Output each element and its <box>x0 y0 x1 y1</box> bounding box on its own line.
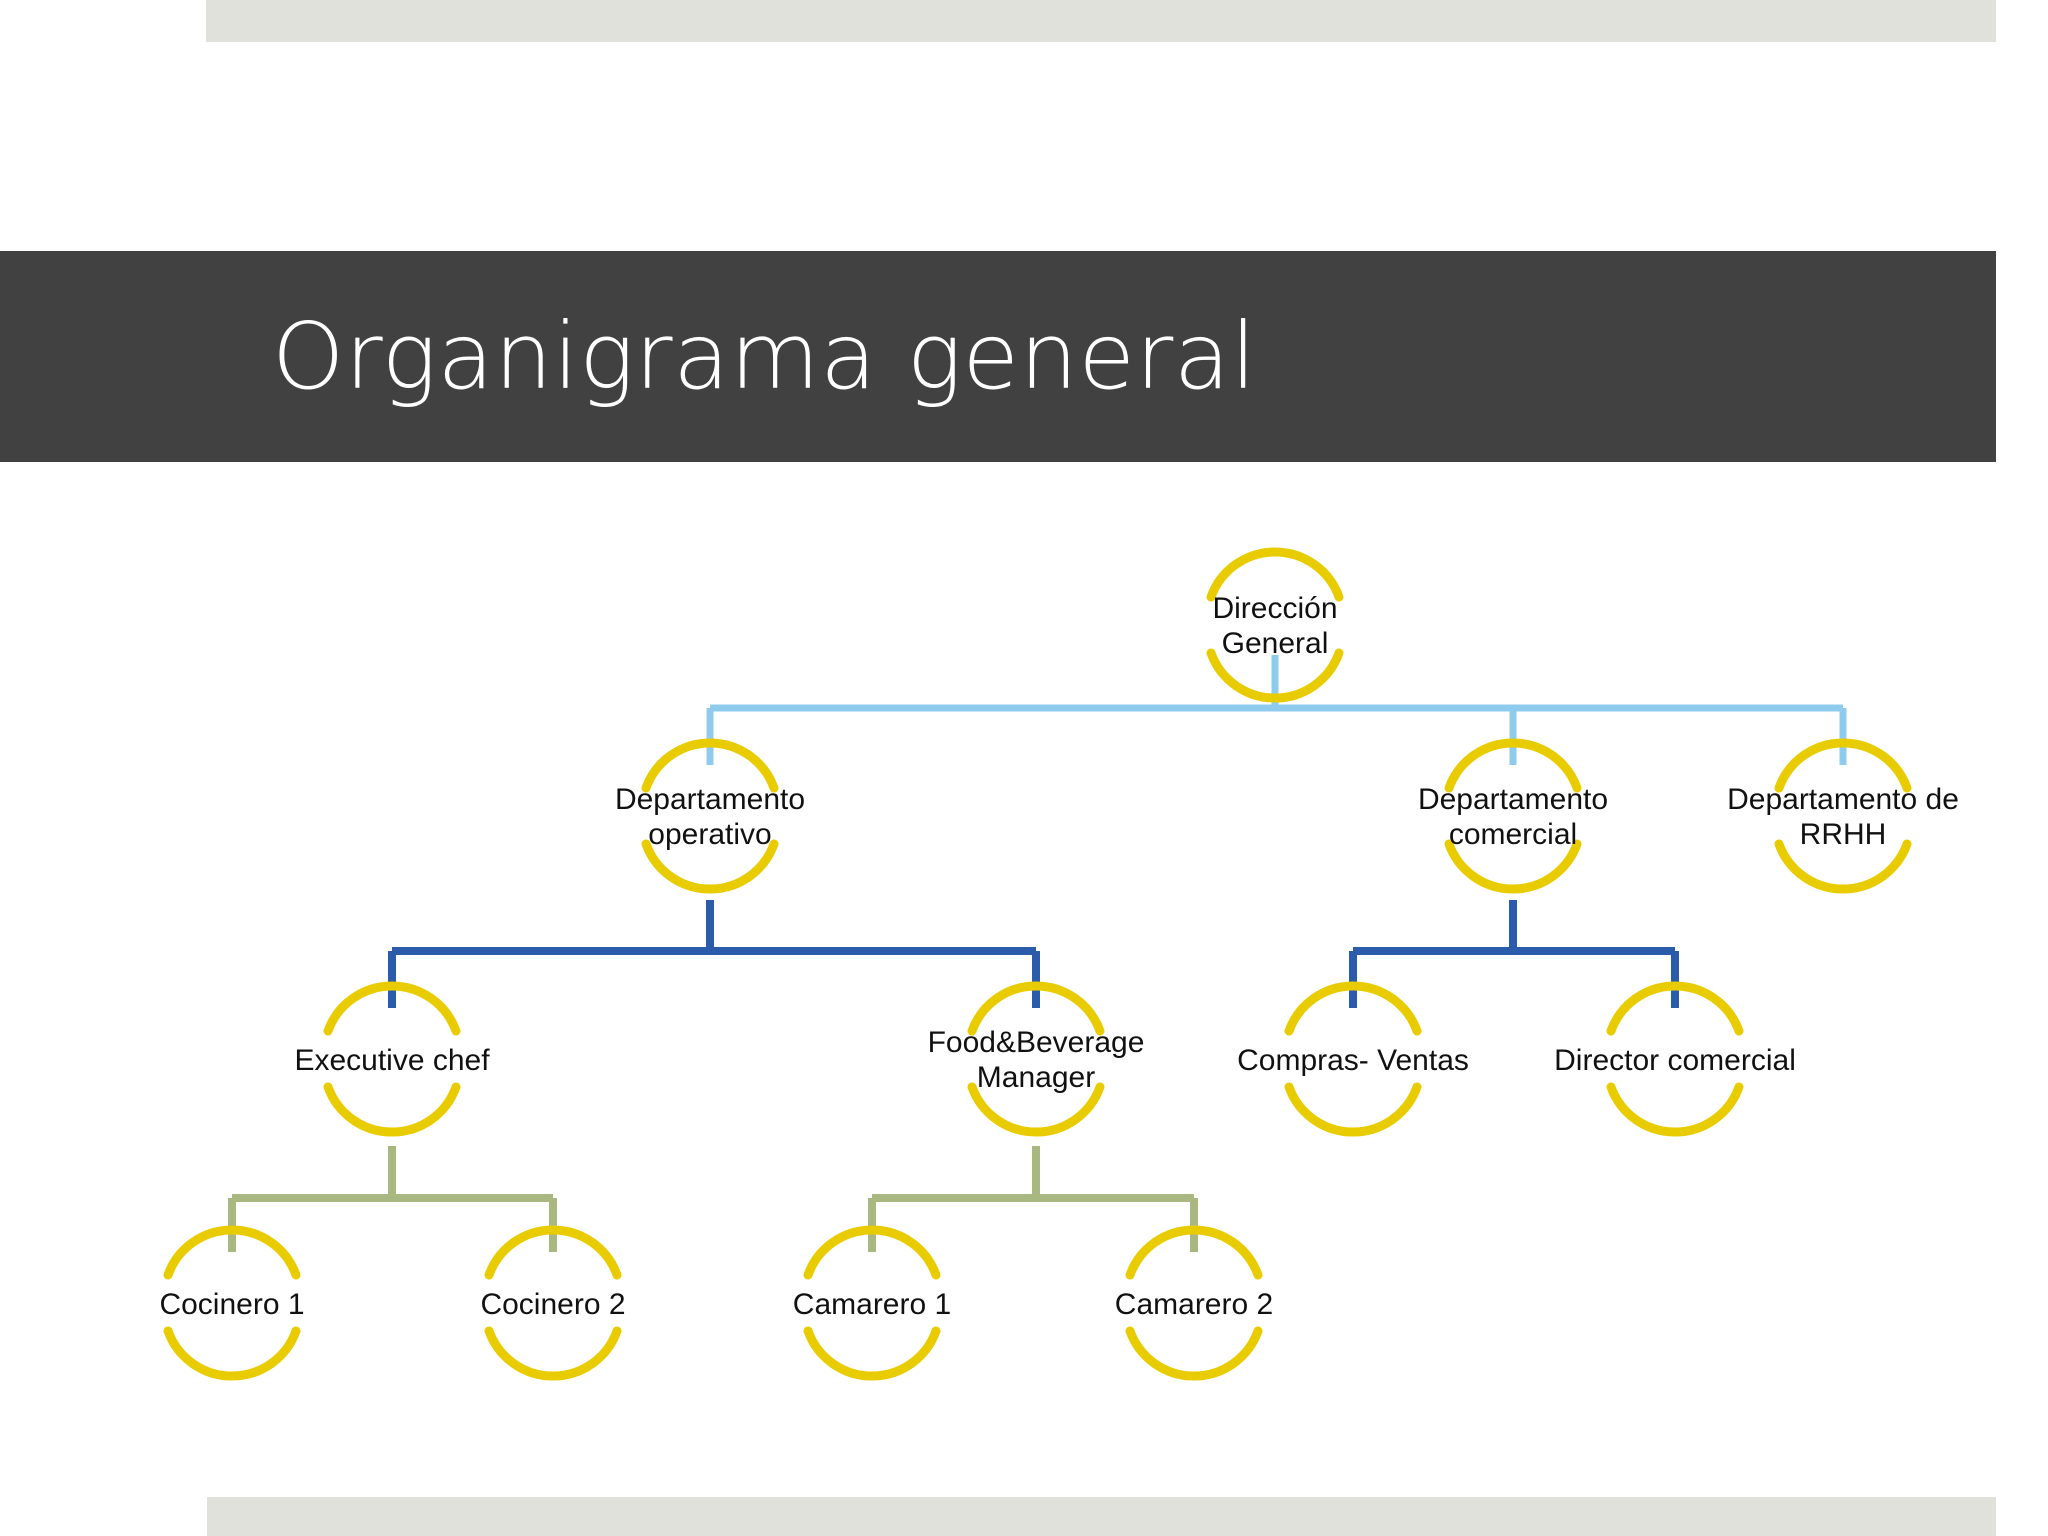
connector-group-level3-fb <box>868 1146 1198 1252</box>
node-departamento-comercial[interactable]: Departamento comercial <box>1418 738 1608 894</box>
node-executive-chef[interactable]: Executive chef <box>294 981 490 1137</box>
node-label-camarero-1: Camarero 1 <box>793 1288 951 1321</box>
node-label-departamento-rrhh-line1: Departamento de <box>1727 783 1959 816</box>
node-ring-arc-top <box>1606 981 1744 1036</box>
node-label-direccion-general-line1: Dirección <box>1212 592 1337 625</box>
top-decorative-band <box>206 0 1996 42</box>
connector-group-level3-chef <box>228 1146 557 1252</box>
title-bar: Organigrama general <box>0 251 1996 462</box>
node-label-cocinero-1: Cocinero 1 <box>159 1288 304 1321</box>
node-food-beverage-manager[interactable]: Food&Beverage Manager <box>928 981 1145 1137</box>
node-label-departamento-operativo-line1: Departamento <box>615 783 805 816</box>
node-cocinero-2[interactable]: Cocinero 2 <box>480 1225 626 1381</box>
node-ring-arc-bottom <box>484 1326 622 1381</box>
connector-group-level2-comercial <box>1349 900 1679 1008</box>
node-ring-arc-bottom <box>323 1082 461 1137</box>
node-ring-arc-top <box>1206 547 1344 602</box>
node-ring-arc-bottom <box>1606 1082 1744 1137</box>
org-chart-svg: Dirección General Departamento operativo… <box>159 547 1959 1381</box>
node-ring-arc-bottom <box>163 1326 301 1381</box>
node-label-compras-ventas: Compras- Ventas <box>1237 1044 1469 1077</box>
organigrama-chart: Dirección General Departamento operativo… <box>0 547 2048 1390</box>
node-label-departamento-comercial-line1: Departamento <box>1418 783 1608 816</box>
node-ring-arc-bottom <box>1125 1326 1263 1381</box>
bottom-decorative-band <box>207 1497 1996 1536</box>
node-ring-arc-bottom <box>1206 648 1344 703</box>
node-label-departamento-operativo-line2: operativo <box>648 818 771 851</box>
node-label-camarero-2: Camarero 2 <box>1115 1288 1273 1321</box>
node-label-departamento-comercial-line2: comercial <box>1449 818 1577 851</box>
node-camarero-2[interactable]: Camarero 2 <box>1115 1225 1273 1381</box>
node-camarero-1[interactable]: Camarero 1 <box>793 1225 951 1381</box>
node-ring-arc-top <box>1125 1225 1263 1280</box>
node-direccion-general[interactable]: Dirección General <box>1206 547 1344 703</box>
node-label-director-comercial: Director comercial <box>1554 1044 1796 1077</box>
node-compras-ventas[interactable]: Compras- Ventas <box>1237 981 1469 1137</box>
node-ring-arc-bottom <box>967 1082 1105 1137</box>
node-ring-arc-bottom <box>1444 839 1582 894</box>
node-departamento-rrhh[interactable]: Departamento de RRHH <box>1727 738 1959 894</box>
node-label-food-beverage-manager-line2: Manager <box>977 1061 1095 1094</box>
node-label-cocinero-2: Cocinero 2 <box>480 1288 625 1321</box>
node-departamento-operativo[interactable]: Departamento operativo <box>615 738 805 894</box>
node-label-direccion-general-line2: General <box>1222 627 1329 660</box>
node-ring-arc-top <box>641 738 779 793</box>
node-director-comercial[interactable]: Director comercial <box>1554 981 1796 1137</box>
node-ring-arc-bottom <box>803 1326 941 1381</box>
node-label-departamento-rrhh-line2: RRHH <box>1800 818 1887 851</box>
connector-group-level1 <box>706 655 1847 765</box>
node-ring-arc-top <box>323 981 461 1036</box>
node-label-food-beverage-manager-line1: Food&Beverage <box>928 1026 1145 1059</box>
node-ring-arc-top <box>967 981 1105 1036</box>
node-cocinero-1[interactable]: Cocinero 1 <box>159 1225 305 1381</box>
node-ring-arc-bottom <box>1774 839 1912 894</box>
node-ring-arc-top <box>1444 738 1582 793</box>
node-ring-arc-top <box>163 1225 301 1280</box>
node-ring-arc-bottom <box>1284 1082 1422 1137</box>
node-ring-arc-top <box>1284 981 1422 1036</box>
node-ring-arc-top <box>484 1225 622 1280</box>
node-label-executive-chef: Executive chef <box>294 1044 490 1077</box>
page-title: Organigrama general <box>272 302 1257 410</box>
node-ring-arc-top <box>803 1225 941 1280</box>
node-ring-arc-bottom <box>641 839 779 894</box>
connector-group-level2-operativo <box>388 900 1040 1008</box>
node-ring-arc-top <box>1774 738 1912 793</box>
